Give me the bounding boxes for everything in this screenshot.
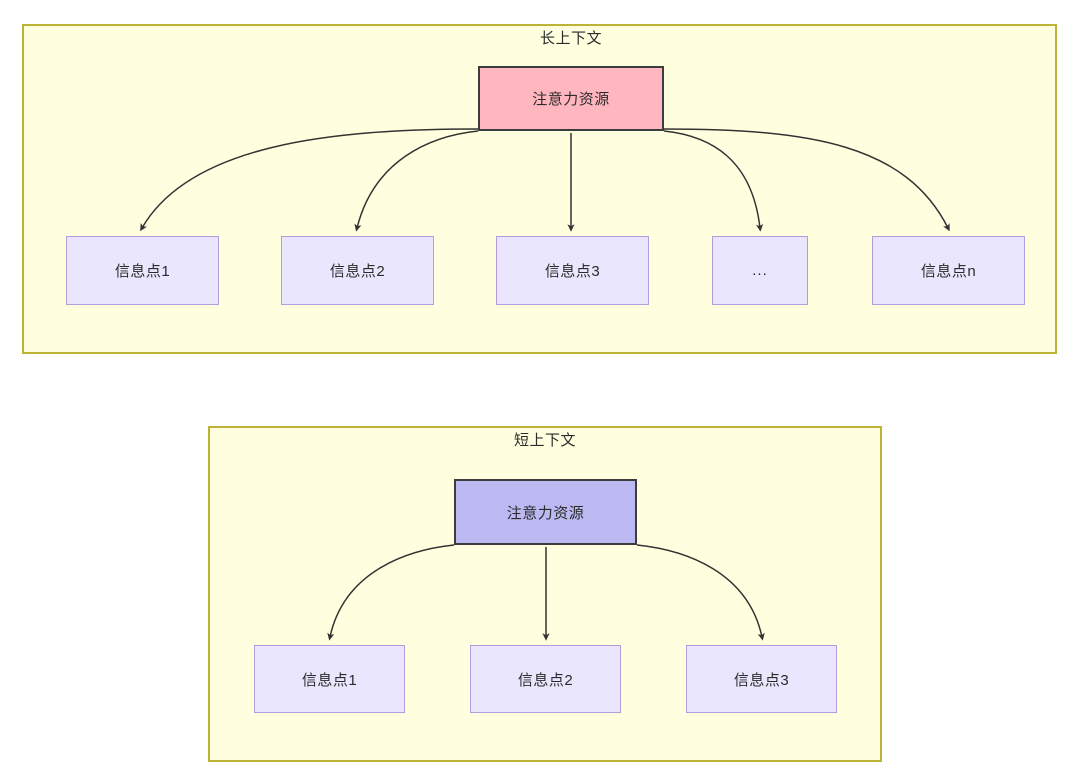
node-short-leaf-2[interactable]: 信息点2 [470, 645, 621, 713]
node-long-attention-resource[interactable]: 注意力资源 [478, 66, 664, 131]
node-short-leaf-3[interactable]: 信息点3 [686, 645, 837, 713]
node-long-leaf-ellipsis[interactable]: ... [712, 236, 808, 305]
node-short-attention-resource[interactable]: 注意力资源 [454, 479, 637, 545]
node-long-leaf-2[interactable]: 信息点2 [281, 236, 434, 305]
node-long-leaf-n[interactable]: 信息点n [872, 236, 1025, 305]
panel-long-context-title: 长上下文 [539, 30, 602, 47]
panel-short-context-title: 短上下文 [513, 432, 576, 449]
node-long-leaf-1[interactable]: 信息点1 [66, 236, 219, 305]
node-short-leaf-1[interactable]: 信息点1 [254, 645, 405, 713]
node-long-leaf-3[interactable]: 信息点3 [496, 236, 649, 305]
